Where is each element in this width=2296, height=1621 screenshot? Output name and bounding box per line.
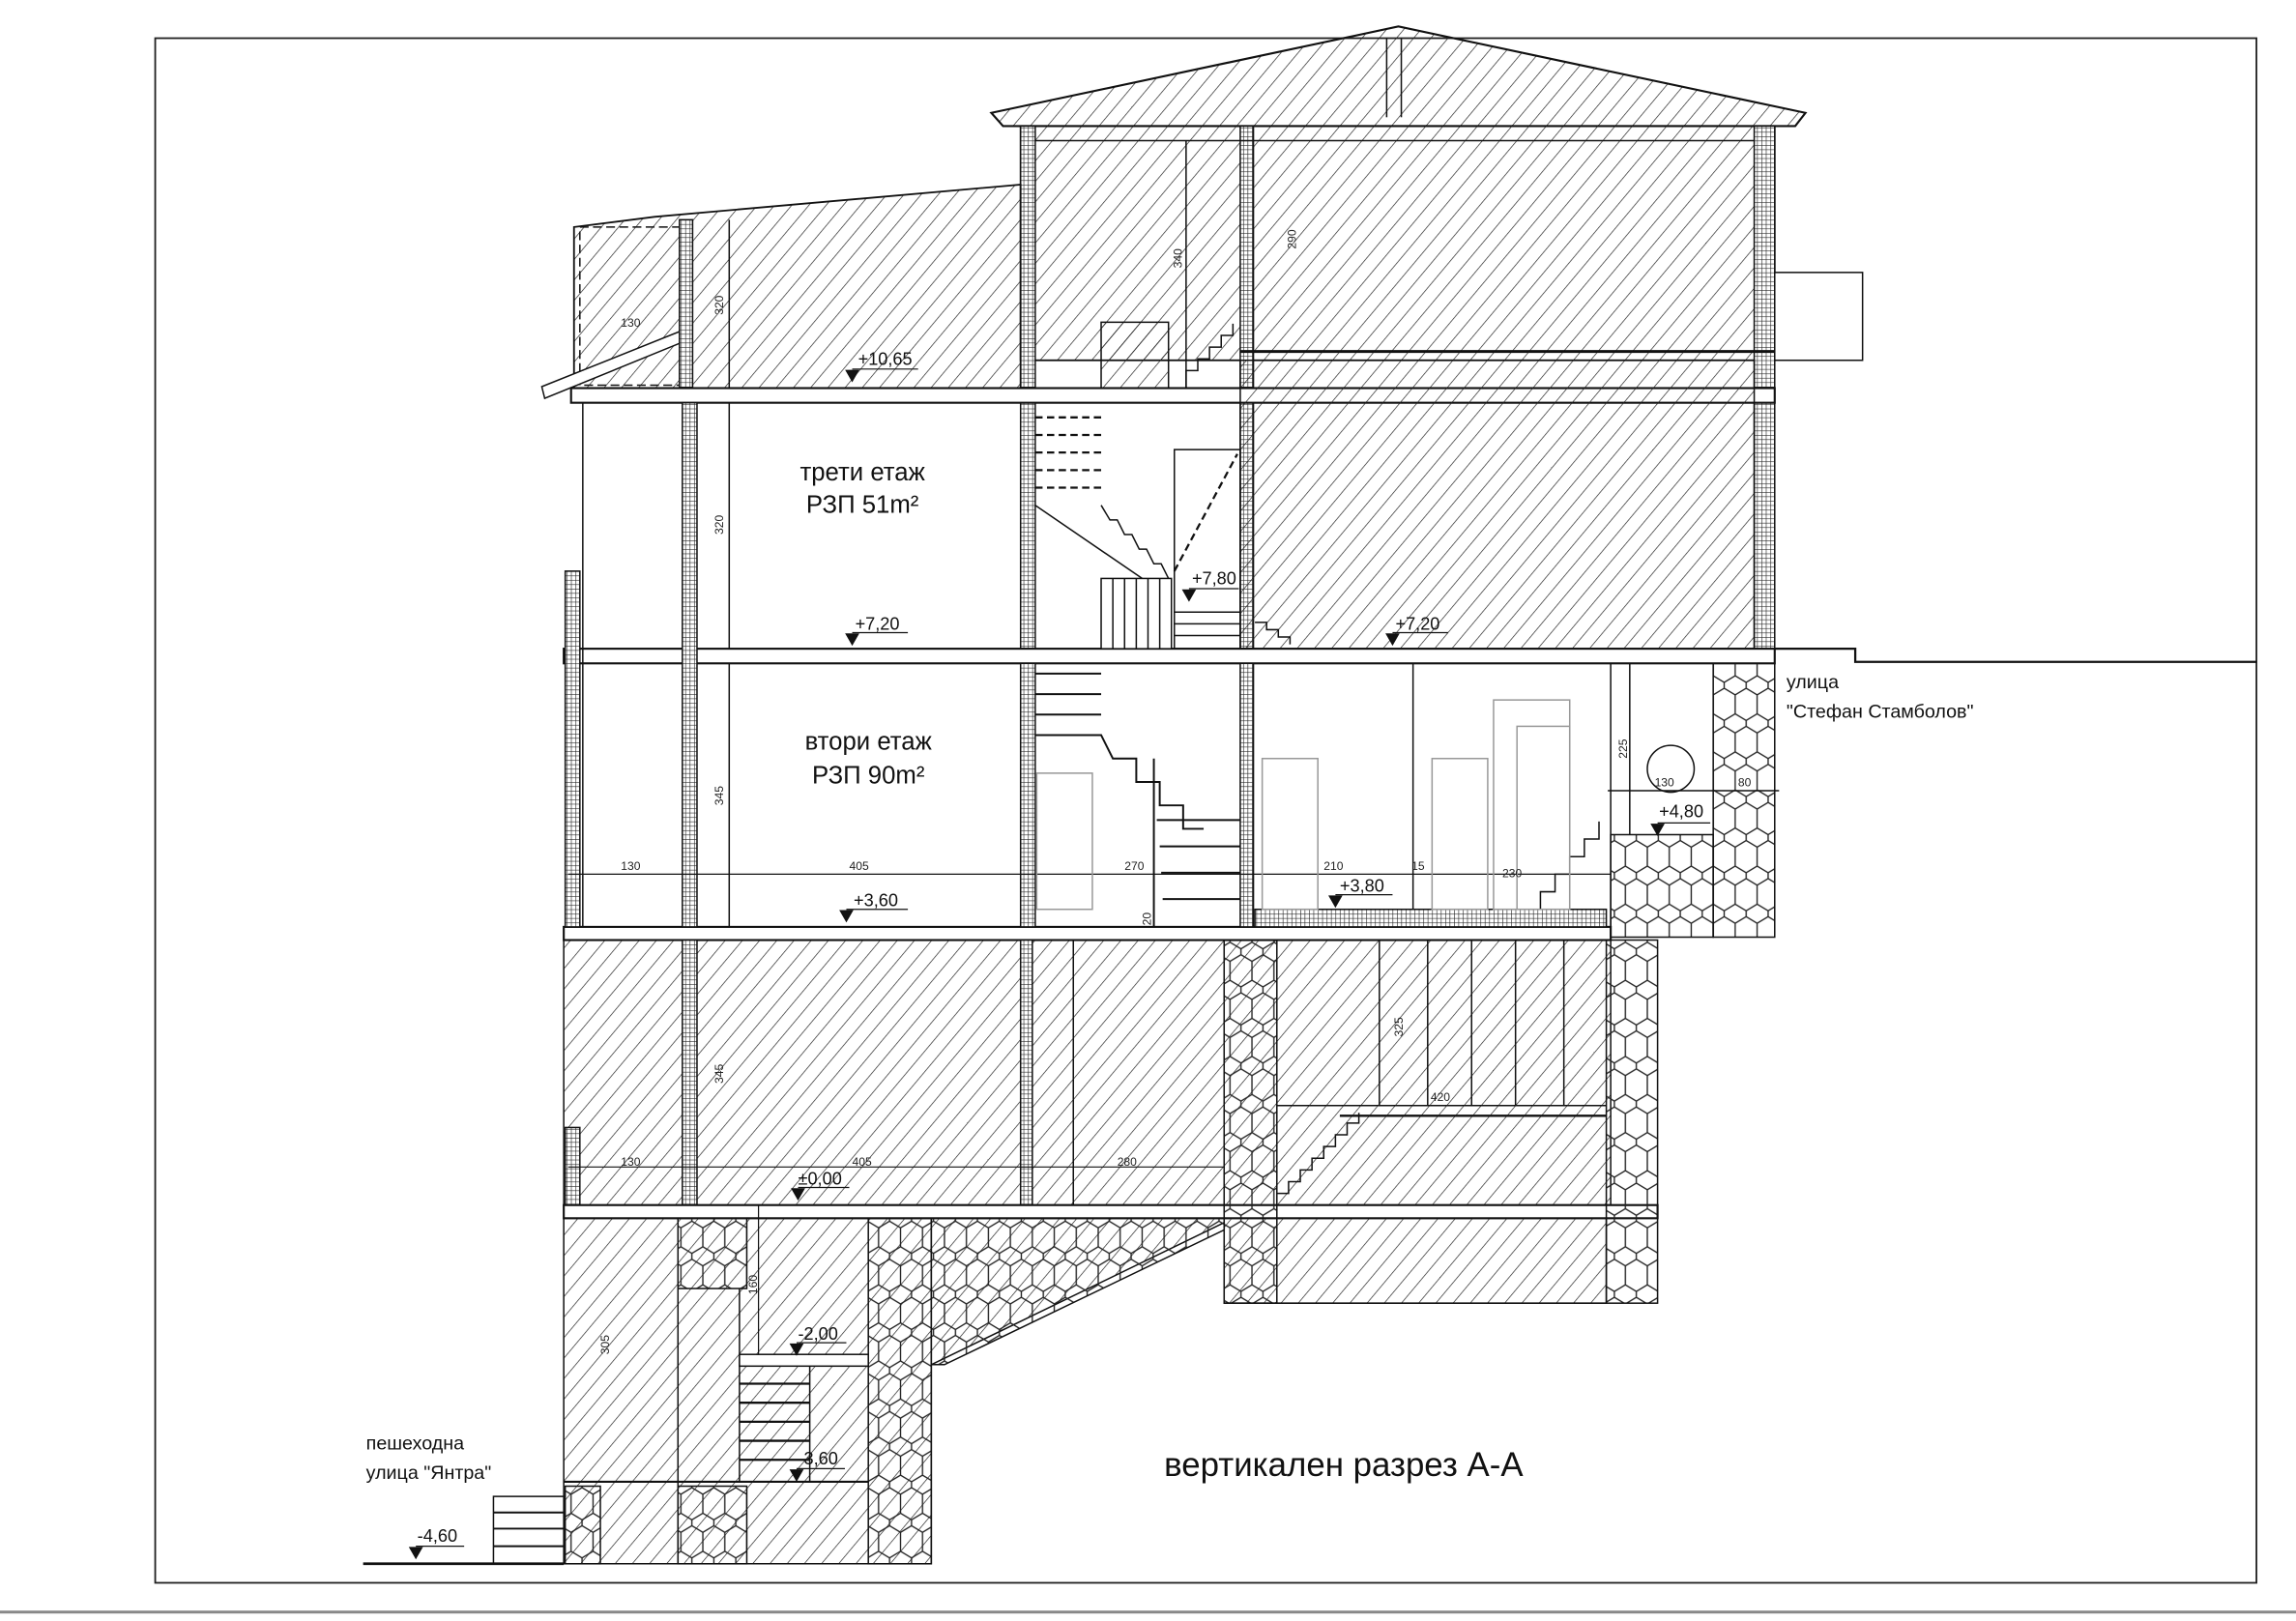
dim: 320 <box>712 295 726 314</box>
room-area-second-floor: РЗП 90m² <box>812 762 925 789</box>
dim: 15 <box>1411 859 1425 873</box>
level-minus-3-60: -3,60 <box>798 1449 837 1468</box>
level-3-60: +3,60 <box>854 891 898 911</box>
dimension-labels: 130 320 340 290 320 345 130 405 270 210 … <box>598 229 1752 1354</box>
level-minus-2-00: -2,00 <box>798 1324 837 1344</box>
dim: 280 <box>1118 1155 1137 1169</box>
level-3-80: +3,80 <box>1340 877 1384 896</box>
dim: 325 <box>1392 1017 1406 1036</box>
street-upper-label-2: "Стефан Стамболов" <box>1787 701 1974 722</box>
dim: 340 <box>1171 248 1184 268</box>
dim: 270 <box>1124 859 1144 873</box>
drawing-frame <box>154 37 2258 1584</box>
level-10-65: +10,65 <box>858 349 913 368</box>
level-7-20-left: +7,20 <box>856 614 900 633</box>
dim: 160 <box>746 1275 760 1294</box>
drawing-title: вертикален разрез А-А <box>1164 1446 1524 1484</box>
level-minus-4-60: -4,60 <box>418 1526 457 1546</box>
roof <box>989 25 1808 128</box>
slab-second-floor <box>563 925 1613 941</box>
basement <box>363 1204 1608 1566</box>
dim: 305 <box>598 1335 612 1354</box>
street-lower-label-2: улица "Янтра" <box>366 1462 492 1484</box>
dim: 420 <box>1431 1090 1450 1104</box>
dim: 130 <box>1655 776 1674 790</box>
dim: 210 <box>1323 859 1343 873</box>
dim: 345 <box>712 1064 726 1084</box>
dim: 130 <box>621 316 640 330</box>
slab-ground-floor <box>563 1203 1659 1220</box>
second-floor <box>567 662 1780 939</box>
third-floor <box>564 323 1756 928</box>
upper-left-block <box>540 183 1022 938</box>
room-name-second-floor: втори етаж <box>805 729 933 756</box>
street-upper-label-1: улица <box>1787 672 1839 693</box>
dim: 225 <box>1616 738 1630 758</box>
level-markers <box>408 368 1711 1560</box>
dim: 290 <box>1285 229 1298 248</box>
slab-third-floor <box>563 648 1776 665</box>
street-lower-label-1: пешеходна <box>366 1433 464 1455</box>
level-4-80: +4,80 <box>1659 801 1703 821</box>
dim: 130 <box>621 859 640 873</box>
room-name-third-floor: трети етаж <box>799 459 925 486</box>
dim: 405 <box>853 1155 872 1169</box>
street-ground-line <box>1774 647 2257 663</box>
dim: 20 <box>1141 912 1154 926</box>
dim: 80 <box>1738 776 1752 790</box>
dim: 345 <box>712 786 726 805</box>
dim: 320 <box>712 515 726 535</box>
level-7-20-right: +7,20 <box>1395 614 1439 633</box>
level-0-00: ±0,00 <box>798 1169 841 1188</box>
dim: 130 <box>621 1155 640 1169</box>
room-area-third-floor: РЗП 51m² <box>806 491 919 518</box>
dim: 405 <box>850 859 869 873</box>
dim: 230 <box>1502 866 1522 880</box>
level-7-80: +7,80 <box>1192 568 1236 588</box>
